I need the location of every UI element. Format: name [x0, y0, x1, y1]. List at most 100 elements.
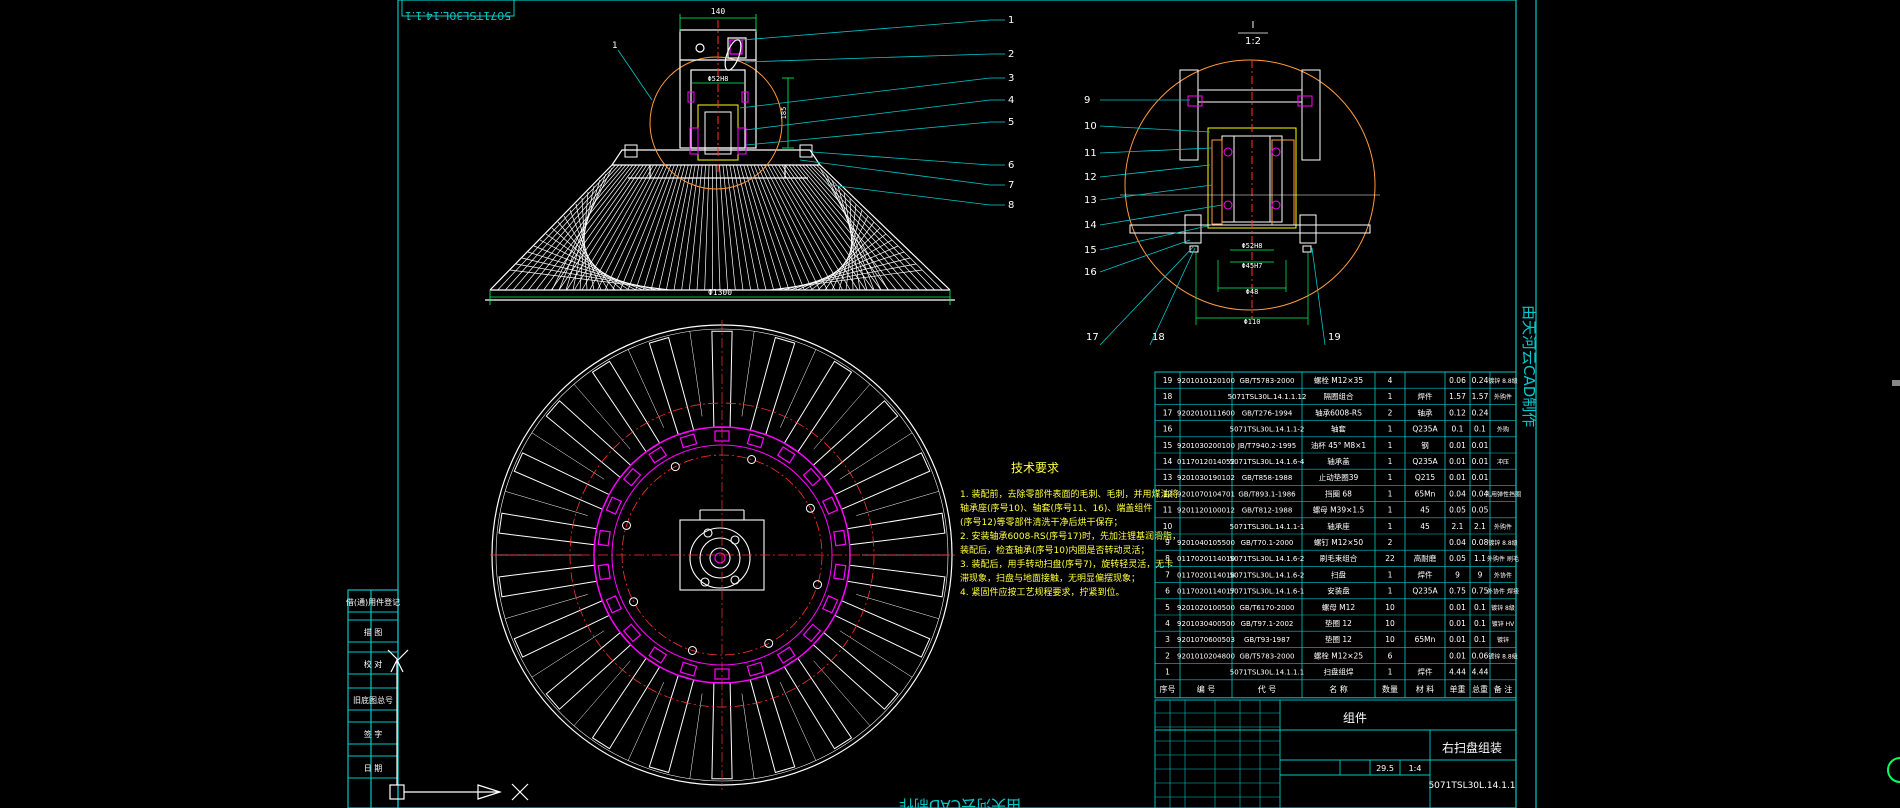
dim-section-110: Φ110 [1244, 318, 1261, 326]
tuft-clamp [746, 433, 765, 449]
tech-req-line: 1. 装配前，去除零部件表面的毛刺、毛刺，并用煤油将 [960, 488, 1178, 500]
bom-cell: 14 [1163, 457, 1173, 466]
bom-cell: 6 [1388, 651, 1393, 660]
bristle-line [627, 164, 675, 291]
bom-cell: 9 [1455, 570, 1460, 579]
left-frame-box [347, 721, 399, 745]
bristle-line [722, 164, 736, 291]
brush-tuft [834, 452, 931, 510]
bristle-line [566, 164, 647, 291]
bom-cell: 4.44 [1449, 668, 1466, 677]
tuft-gap [779, 349, 817, 428]
tuft-clamp [679, 661, 698, 677]
bom-cell: 1 [1388, 392, 1393, 401]
bristle-line [515, 263, 665, 291]
bom-cell: 0.1 [1474, 635, 1486, 644]
bristle-line [729, 164, 752, 291]
bom-cell: 10 [1385, 619, 1395, 628]
bom-cell: 隔圈组合 [1324, 391, 1354, 401]
tuft-clamp [821, 595, 839, 614]
bom-cell: 钢 [1421, 440, 1429, 450]
brush-tuft [648, 674, 695, 774]
bom-cell: 外协件 [1494, 571, 1512, 579]
bristle-line [775, 263, 917, 291]
leader-label: 1 [1008, 15, 1014, 26]
left-frame-box [347, 619, 399, 643]
leader-left-1-label: 1 [612, 41, 618, 51]
bom-cell: 0.01 [1449, 473, 1466, 482]
tuft-gap [856, 594, 939, 619]
dim-section-bore2: Φ45H7 [1241, 262, 1262, 270]
bristle-line [726, 164, 744, 291]
dim-section-bore1: Φ52H8 [1241, 242, 1262, 250]
section-outline-circle [1124, 59, 1376, 311]
leader-line [1311, 247, 1326, 346]
assembly-label: 组件 [1343, 711, 1367, 725]
tuft-clamp [605, 595, 623, 614]
bom-cell: 45 [1420, 522, 1430, 531]
tuft-gap [839, 432, 913, 480]
bom-cell: 镀锌 HV [1492, 620, 1515, 628]
bristle-line [565, 179, 601, 291]
left-frame-box-label: 签 字 [364, 729, 383, 739]
bom-cell: 8 [1165, 554, 1170, 563]
leader-line [1099, 147, 1213, 154]
leader-label: 6 [1008, 160, 1014, 171]
leader-label: 15 [1084, 245, 1097, 256]
tuft-clamp [648, 646, 668, 664]
bristle-line [816, 164, 943, 291]
bom-cell: 轴承盖 [1327, 456, 1350, 466]
drawing-name: 右扫盘组装 [1442, 740, 1502, 755]
leader-label: 14 [1084, 220, 1097, 231]
brush-tuft [834, 600, 931, 658]
side-view-dimensions [489, 14, 951, 305]
bom-cell: 0.01 [1472, 473, 1489, 482]
bom-cell: 5071TSL30L.14.1.1.1 [1230, 669, 1304, 677]
bom-cell: 1 [1388, 570, 1393, 579]
tuft-gap [839, 630, 913, 678]
bom-cell: 焊件 [1418, 391, 1434, 401]
tuft-clamp [605, 496, 623, 515]
bom-cell: 10 [1163, 522, 1173, 531]
bom-cell: 9 [1478, 570, 1483, 579]
leader-line [1099, 164, 1211, 178]
top-stamp-text: 5071TSL30L.14.1.1 [405, 9, 511, 22]
leader-line [1099, 125, 1211, 133]
bom-cell: 65Mn [1415, 489, 1436, 498]
bom-cell: 0.01 [1449, 651, 1466, 660]
bom-cell: 9201010204800 [1177, 652, 1235, 660]
leader-label: 2 [1008, 49, 1014, 60]
bom-cell: 高耐磨 [1414, 553, 1437, 563]
bom-cell: 3 [1165, 635, 1170, 644]
bom-cell: GB/T893.1-1986 [1238, 490, 1296, 498]
bom-cell: 9201070600503 [1177, 636, 1235, 644]
title-block [1154, 699, 1517, 808]
bristle-line [767, 164, 836, 291]
section-view-I: I 1:2 [1084, 20, 1380, 346]
leader-label: 8 [1008, 200, 1014, 211]
bom-cell: 1 [1388, 425, 1393, 434]
bristle-line [768, 269, 923, 291]
tech-req-line: 装配后，检查轴承(序号10)内圈是否转动灵活； [960, 544, 1149, 556]
ucs-icon [387, 649, 529, 801]
bom-cell: 11 [1163, 506, 1173, 515]
leader-line [811, 151, 991, 166]
bristle-line [825, 173, 882, 291]
scroll-marker[interactable] [1892, 380, 1900, 386]
bom-cell: 16 [1163, 425, 1173, 434]
bristle-line [551, 167, 613, 291]
bristle-line [597, 164, 661, 291]
bom-cell: 焊件 [1418, 667, 1434, 677]
bom-cell: 1.57 [1449, 392, 1466, 401]
bristle-line [589, 164, 658, 291]
bom-header-cell: 材 料 [1416, 684, 1435, 694]
tuft-clamp [648, 446, 668, 464]
bristle-line [812, 164, 935, 291]
bom-cell: 0.01 [1472, 457, 1489, 466]
bom-cell: 2 [1388, 538, 1393, 547]
bristle-line [574, 164, 651, 291]
view-cube-handle[interactable] [1887, 757, 1900, 783]
bolt-hole [687, 646, 697, 655]
left-frame-box-label: 描 图 [364, 627, 383, 637]
left-frame-box-label: 旧底图总号 [353, 695, 393, 705]
